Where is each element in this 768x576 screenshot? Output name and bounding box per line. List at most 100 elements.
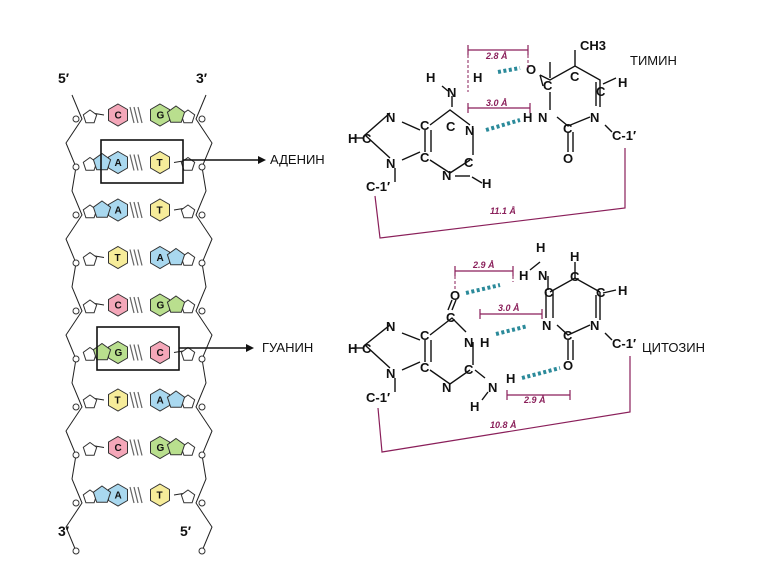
svg-text:N: N xyxy=(538,110,547,125)
svg-text:N: N xyxy=(464,335,473,350)
phosphate-right xyxy=(198,403,206,411)
base-left-C xyxy=(108,103,128,127)
base-right-label: T xyxy=(157,491,163,502)
svg-text:O: O xyxy=(526,62,536,77)
gc-c1-right: C-1′ xyxy=(612,336,636,351)
three-prime-top-label: 3′ xyxy=(196,70,208,86)
at-c1-right: C-1′ xyxy=(612,128,636,143)
phosphate-right xyxy=(198,451,206,459)
guanine-cytosine-pair: O C N C H C N C N N H C N H H H H N C H … xyxy=(348,240,705,453)
base-right-ring xyxy=(166,247,186,266)
phosphate-left xyxy=(72,115,80,123)
phosphate-left xyxy=(72,211,80,219)
svg-text:H: H xyxy=(480,335,489,350)
guanine-label: ГУАНИН xyxy=(262,340,313,355)
base-right-label: G xyxy=(157,111,165,122)
base-left-T xyxy=(108,388,128,412)
base-left-C xyxy=(108,435,128,460)
base-left-ring xyxy=(92,200,112,218)
base-left-label: A xyxy=(115,206,122,217)
at-hbond-top xyxy=(497,66,521,74)
base-left-ring xyxy=(92,342,112,361)
svg-text:O: O xyxy=(450,288,460,303)
svg-text:C: C xyxy=(446,310,456,325)
phosphate-left xyxy=(72,499,80,507)
svg-text:O: O xyxy=(563,151,573,166)
base-right-label: C xyxy=(157,348,164,359)
thymine-label: ТИМИН xyxy=(630,53,677,68)
phosphate-left xyxy=(72,163,80,171)
gc-hbond-top xyxy=(465,283,501,295)
svg-text:H: H xyxy=(348,341,357,356)
base-right-label: T xyxy=(157,158,163,169)
phosphate-left xyxy=(72,259,80,267)
svg-text:C: C xyxy=(563,328,573,343)
base-right-label: G xyxy=(157,443,165,454)
base-right-G xyxy=(150,293,170,317)
sugar-left xyxy=(82,109,98,124)
phosphate-right xyxy=(198,307,206,315)
phosphate-left xyxy=(72,403,80,411)
phosphate-left xyxy=(72,451,80,459)
base-right-ring xyxy=(166,105,186,123)
sugar-left xyxy=(82,441,98,456)
base-left-A xyxy=(108,198,128,222)
svg-text:H: H xyxy=(473,70,482,85)
svg-text:H: H xyxy=(523,110,532,125)
svg-text:H: H xyxy=(570,249,579,264)
adenine-label: АДЕНИН xyxy=(270,152,325,167)
gc-c1-left: C-1′ xyxy=(366,390,390,405)
base-right-A xyxy=(150,245,170,270)
svg-text:H: H xyxy=(618,75,627,90)
base-left-G xyxy=(108,340,128,365)
phosphate-left xyxy=(72,355,80,363)
svg-text:C: C xyxy=(362,131,372,146)
at-dist-top: 2.8 Å xyxy=(485,51,508,61)
base-right-label: A xyxy=(157,396,164,407)
base-left-label: C xyxy=(115,111,122,122)
svg-text:C: C xyxy=(446,119,456,134)
base-left-ring xyxy=(92,152,112,171)
five-prime-bottom-label: 5′ xyxy=(180,523,192,539)
base-left-label: A xyxy=(115,158,122,169)
guanine-arrow-head xyxy=(246,344,254,352)
base-left-A xyxy=(108,483,128,507)
svg-text:H: H xyxy=(470,399,479,414)
base-right-G xyxy=(150,435,170,460)
base-left-label: C xyxy=(115,443,122,454)
adenine-arrow-head xyxy=(258,156,266,164)
base-left-A xyxy=(108,150,128,175)
gc-dist-mid: 3.0 Å xyxy=(498,303,520,313)
svg-text:N: N xyxy=(447,85,456,100)
svg-text:C: C xyxy=(570,69,580,84)
base-right-T xyxy=(150,150,170,175)
svg-text:H: H xyxy=(536,240,545,255)
at-dist-span: 11.1 Å xyxy=(490,206,516,216)
base-right-label: T xyxy=(157,206,163,217)
svg-text:C: C xyxy=(596,285,606,300)
svg-text:C: C xyxy=(464,362,474,377)
phosphate-left xyxy=(72,307,80,315)
phosphate-right xyxy=(198,259,206,267)
methyl-label: CH3 xyxy=(580,38,606,53)
base-left-T xyxy=(108,245,128,270)
svg-text:C: C xyxy=(420,118,430,133)
svg-text:N: N xyxy=(386,110,395,125)
phosphate-right xyxy=(198,211,206,219)
phosphate-right xyxy=(198,355,206,363)
base-left-label: G xyxy=(115,348,123,359)
svg-text:H: H xyxy=(506,371,515,386)
adenine-highlight-box xyxy=(100,139,184,184)
left-strand xyxy=(65,94,83,552)
gc-dist-top: 2.9 Å xyxy=(472,260,495,270)
svg-text:H: H xyxy=(348,131,357,146)
